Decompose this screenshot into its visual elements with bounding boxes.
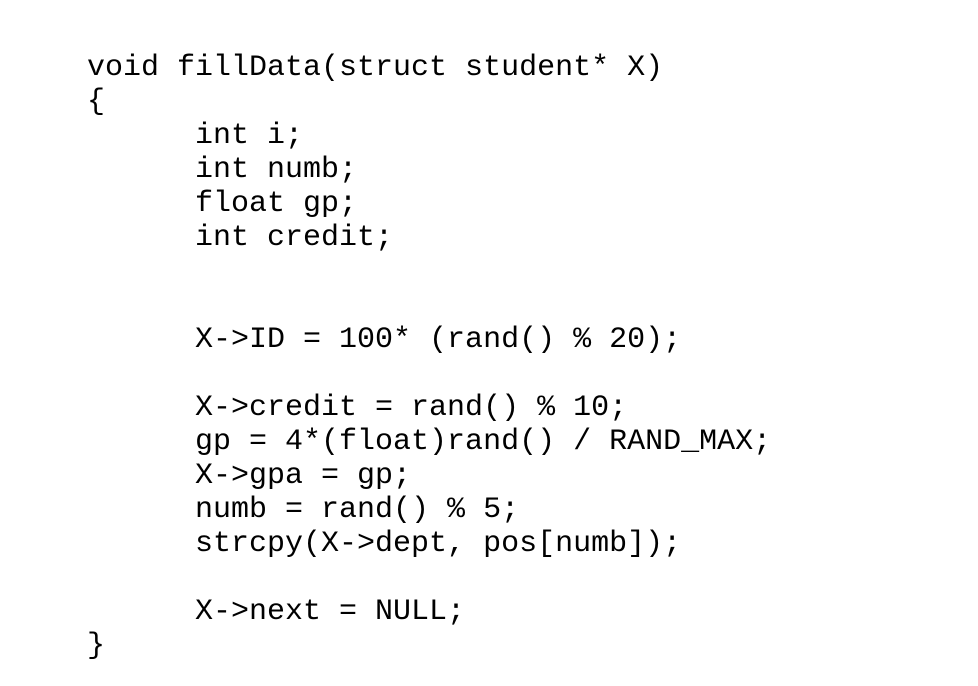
code-line: int credit; xyxy=(87,221,394,255)
code-line: X->ID = 100* (rand() % 20); xyxy=(87,323,682,357)
code-line xyxy=(87,255,771,289)
code-line xyxy=(87,561,771,595)
code-line: gp = 4*(float)rand() / RAND_MAX; xyxy=(87,425,772,459)
code-line: void fillData(struct student* X) xyxy=(87,51,664,85)
code-line: X->gpa = gp; xyxy=(87,459,412,493)
code-block: void fillData(struct student* X) { int i… xyxy=(87,51,771,663)
code-line: float gp; xyxy=(87,187,358,221)
code-line: numb = rand() % 5; xyxy=(87,493,520,527)
code-line xyxy=(87,357,771,391)
code-line: strcpy(X->dept, pos[numb]); xyxy=(87,527,682,561)
code-line: } xyxy=(87,629,106,663)
code-line xyxy=(87,289,771,323)
code-line: int i; xyxy=(87,119,304,153)
code-line: int numb; xyxy=(87,153,358,187)
code-line: X->credit = rand() % 10; xyxy=(87,391,628,425)
code-line: X->next = NULL; xyxy=(87,595,466,629)
code-line: { xyxy=(87,85,106,119)
